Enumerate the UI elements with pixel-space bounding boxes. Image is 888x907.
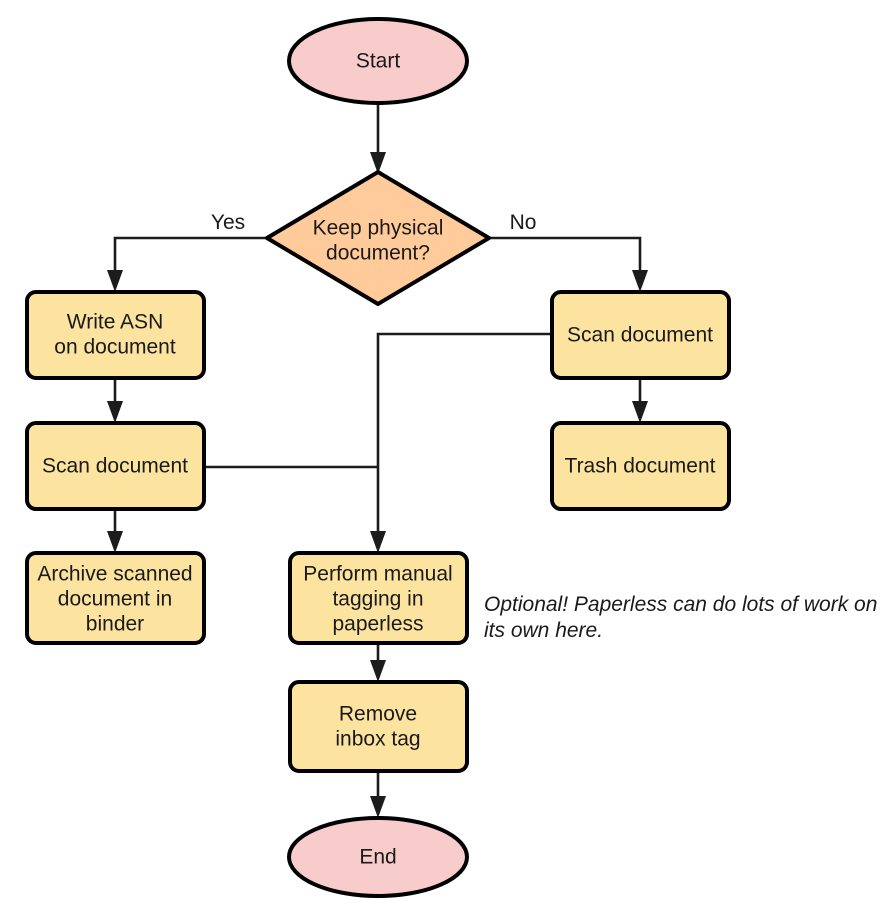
trash-document-label: Trash document	[565, 455, 716, 478]
scan-document-right-label: Scan document	[567, 324, 713, 347]
edge-scan-right-to-tagging	[370, 332, 552, 553]
edge-scan-right-to-trash	[632, 378, 648, 423]
edge-decision-to-write-asn	[107, 236, 267, 292]
edge-start-to-decision	[370, 103, 386, 174]
edge-label-yes: Yes	[211, 211, 245, 234]
archive-label-line3: binder	[86, 613, 144, 636]
node-write-asn-on-document[interactable]: Write ASN on document	[25, 290, 206, 380]
node-remove-inbox-tag[interactable]: Remove inbox tag	[288, 680, 469, 773]
archive-label-line2: document in	[58, 588, 172, 611]
remove-inbox-label-line1: Remove	[339, 703, 417, 726]
annotation-line2: its own here.	[484, 619, 603, 642]
end-ellipse	[287, 816, 469, 898]
node-scan-document-right[interactable]: Scan document	[550, 290, 731, 380]
node-archive-scanned-document[interactable]: Archive scanned document in binder	[25, 551, 206, 645]
annotation-line1: Optional! Paperless can do lots of work …	[484, 593, 877, 616]
remove-inbox-box	[288, 680, 469, 773]
node-decision-keep-physical-document[interactable]: Keep physical document?	[265, 170, 491, 306]
edge-remove-inbox-to-end	[370, 771, 386, 818]
node-trash-document[interactable]: Trash document	[550, 421, 731, 511]
write-asn-label-line2: on document	[54, 336, 176, 359]
edge-write-asn-to-scan-left	[107, 378, 123, 423]
tagging-label-line2: tagging in	[332, 588, 423, 611]
start-label: Start	[356, 50, 401, 73]
remove-inbox-label-line2: inbox tag	[335, 728, 420, 751]
node-scan-document-left[interactable]: Scan document	[25, 421, 206, 511]
scan-document-left-label: Scan document	[42, 455, 188, 478]
node-perform-manual-tagging[interactable]: Perform manual tagging in paperless	[288, 551, 469, 645]
write-asn-box	[25, 290, 206, 380]
tagging-label-line1: Perform manual	[303, 563, 452, 586]
end-label: End	[359, 846, 396, 869]
start-ellipse	[287, 17, 469, 105]
scan-document-left-box	[25, 421, 206, 511]
scan-document-right-box	[550, 290, 731, 380]
trash-document-box	[550, 421, 731, 511]
node-end[interactable]: End	[287, 816, 469, 898]
tagging-box	[288, 551, 469, 645]
edge-decision-to-scan-right	[489, 236, 648, 292]
write-asn-label-line1: Write ASN	[67, 311, 163, 334]
tagging-label-line3: paperless	[332, 613, 423, 636]
decision-label-line2: document?	[326, 242, 430, 265]
annotation-optional-paperless: Optional! Paperless can do lots of work …	[484, 593, 877, 642]
decision-diamond	[265, 170, 491, 306]
edge-label-no: No	[510, 211, 537, 234]
decision-label-line1: Keep physical	[313, 217, 444, 240]
archive-label-line1: Archive scanned	[37, 563, 192, 586]
node-start[interactable]: Start	[287, 17, 469, 105]
archive-box	[25, 551, 206, 645]
edge-scan-left-to-archive	[107, 508, 123, 553]
edge-tagging-to-remove-inbox	[370, 642, 386, 682]
